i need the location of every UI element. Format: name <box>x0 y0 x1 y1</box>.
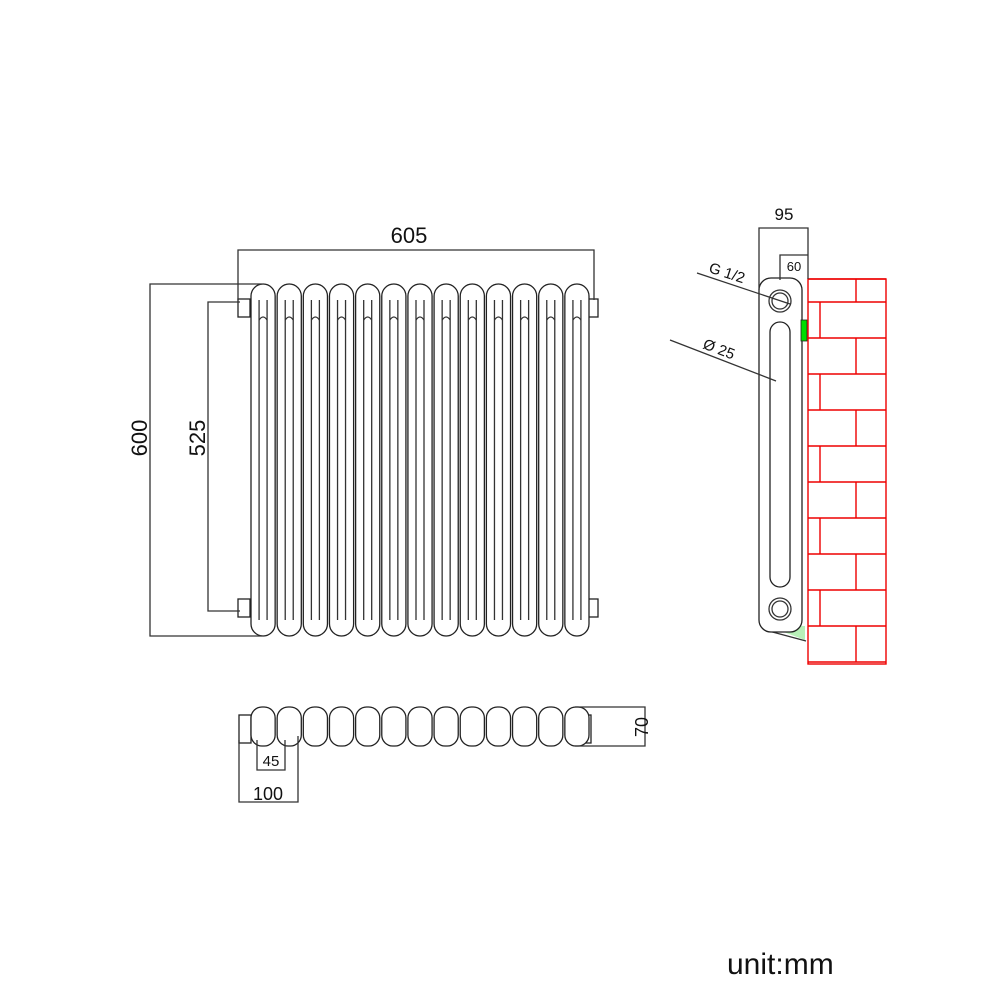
brick-wall <box>807 278 887 665</box>
section-top <box>485 706 512 747</box>
radiator-section <box>354 283 381 637</box>
wall-bracket <box>800 319 808 342</box>
radiator-section <box>459 283 486 637</box>
section-column <box>407 283 433 637</box>
section-column <box>302 283 329 637</box>
section-top <box>276 706 302 747</box>
radiator-section <box>302 283 329 637</box>
dim-height: 600 <box>127 283 262 637</box>
dim-end-offset-label: 100 <box>253 784 283 804</box>
dim-end-offset: 100 <box>238 736 299 804</box>
section-column <box>538 283 564 637</box>
section-top <box>354 706 381 747</box>
dim-width: 605 <box>237 223 595 300</box>
section-column <box>433 283 459 637</box>
pipe-connector <box>237 298 251 318</box>
dim-bracket-label: 60 <box>787 259 801 274</box>
unit-label: unit:mm <box>727 948 834 981</box>
section-column <box>485 283 512 637</box>
section-column <box>459 283 486 637</box>
section-column <box>511 283 538 637</box>
side-view: 95 60 G 1/2 Ø 25 <box>669 205 887 665</box>
top-view <box>238 706 592 747</box>
dim-pipe-centres-label: 525 <box>185 420 210 457</box>
pipe-connector <box>238 714 252 744</box>
dim-section-depth-label: 70 <box>632 717 652 737</box>
radiator-section <box>485 283 512 637</box>
dim-pipe-centres: 525 <box>185 301 240 612</box>
dim-width-label: 605 <box>391 223 428 248</box>
radiator-section <box>276 283 302 637</box>
front-view <box>237 283 599 637</box>
section-column <box>328 283 355 637</box>
section-top <box>459 706 486 747</box>
dim-section-pitch-label: 45 <box>263 753 280 770</box>
section-top <box>564 706 590 747</box>
section-column <box>354 283 381 637</box>
radiator-section <box>564 283 590 637</box>
radiator-section <box>381 283 407 637</box>
section-column <box>276 283 302 637</box>
radiator-section <box>250 283 276 637</box>
pipe-connector <box>237 598 251 618</box>
radiator-section <box>328 283 355 637</box>
dim-height-label: 600 <box>127 420 152 457</box>
tube-slot <box>769 321 791 588</box>
section-column <box>564 283 590 637</box>
radiator-section <box>511 283 538 637</box>
dim-section-depth: 70 <box>575 706 652 747</box>
section-column <box>250 283 276 637</box>
section-top <box>381 706 407 747</box>
section-top <box>511 706 538 747</box>
section-top <box>407 706 433 747</box>
section-top <box>302 706 329 747</box>
section-top <box>250 706 276 747</box>
dim-section-pitch: 45 <box>256 740 286 771</box>
dim-depth-label: 95 <box>775 205 794 224</box>
radiator-section <box>407 283 433 637</box>
radiator-section <box>433 283 459 637</box>
section-column <box>381 283 407 637</box>
section-top <box>538 706 564 747</box>
radiator-section <box>538 283 564 637</box>
section-top <box>328 706 355 747</box>
section-top <box>433 706 459 747</box>
